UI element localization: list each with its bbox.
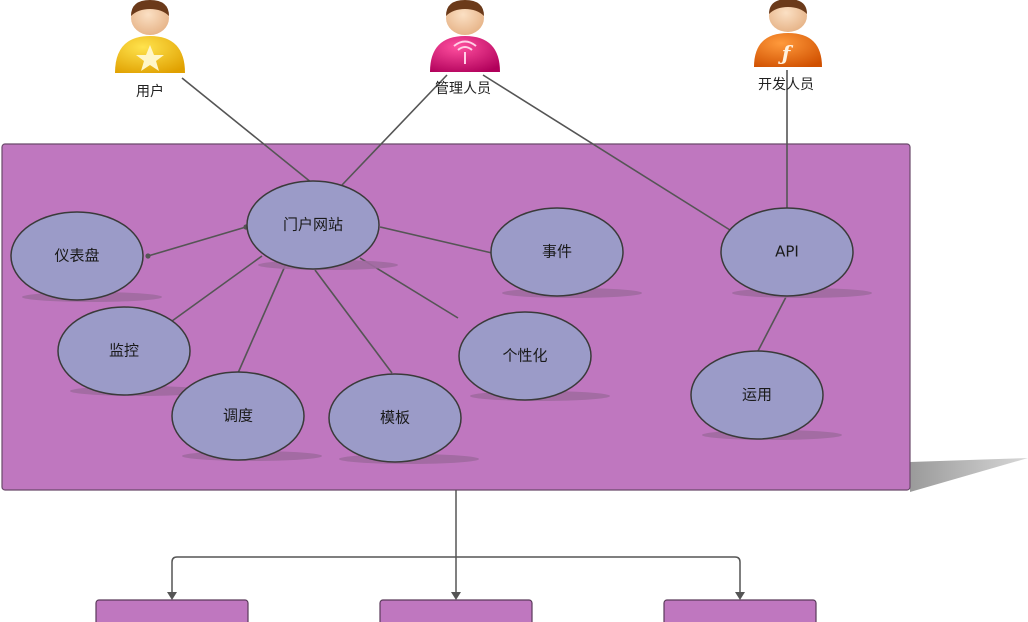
edge-portal-schedule: [237, 265, 286, 374]
usecase-dashboard-label: 仪表盘: [54, 247, 99, 265]
actor-developer-hair: [769, 0, 807, 14]
actor-admin-hair: [446, 0, 484, 16]
usecase-personalize-label: 个性化: [502, 347, 547, 365]
flash-f-icon: ƒ: [778, 41, 794, 65]
usecase-dashboard[interactable]: [10, 211, 144, 301]
child-box-right[interactable]: [663, 599, 817, 622]
usecase-operation[interactable]: [690, 350, 824, 440]
actor-connectors: [181, 70, 788, 231]
usecase-schedule-label: 调度: [223, 407, 253, 425]
actor-user-hair: [131, 0, 169, 16]
actor-user[interactable]: 用户: [115, 0, 185, 100]
child-box-middle[interactable]: [379, 599, 533, 622]
usecase-portal-label: 门户网站: [283, 216, 343, 234]
actor-user-label: 用户: [136, 83, 164, 100]
usecase-schedule[interactable]: [171, 371, 305, 461]
usecase-personalize[interactable]: [458, 311, 592, 401]
usecase-api[interactable]: [720, 207, 854, 297]
usecase-template[interactable]: [328, 373, 462, 463]
child-box-left[interactable]: [95, 599, 249, 622]
actor-admin-label: 管理人员: [435, 81, 491, 97]
edge-endpoint-dot: [145, 253, 151, 259]
usecase-event-label: 事件: [542, 243, 572, 261]
star-icon: [136, 45, 164, 71]
usecase-event[interactable]: [490, 207, 624, 297]
usecase-monitor-label: 监控: [109, 342, 139, 360]
edge-admin-portal: [341, 74, 448, 186]
edge-portal-template: [314, 269, 393, 374]
usecase-monitor[interactable]: [57, 306, 191, 396]
edge-user-portal: [181, 77, 313, 184]
actor-developer[interactable]: ƒ 开发人员: [754, 0, 822, 93]
usecase-operation-label: 运用: [742, 386, 772, 404]
usecase-portal[interactable]: [246, 180, 380, 270]
edge-api-operation: [757, 296, 787, 352]
edge-portal-monitor: [171, 255, 263, 322]
edge-portal-event: [379, 226, 493, 254]
edge-admin-api: [482, 74, 731, 231]
bottom-connectors: [171, 490, 741, 595]
actor-developer-label: 开发人员: [758, 77, 814, 93]
actor-admin[interactable]: 管理人员: [430, 0, 500, 97]
actor-developer-body: [754, 33, 822, 67]
arrow-heads: [167, 592, 745, 600]
system-box-shadow: [910, 458, 1028, 492]
signal-icon: [453, 40, 477, 64]
usecase-template-label: 模板: [380, 409, 410, 427]
edge-portal-dashboard: [147, 226, 247, 257]
usecase-api-label: API: [775, 243, 799, 261]
